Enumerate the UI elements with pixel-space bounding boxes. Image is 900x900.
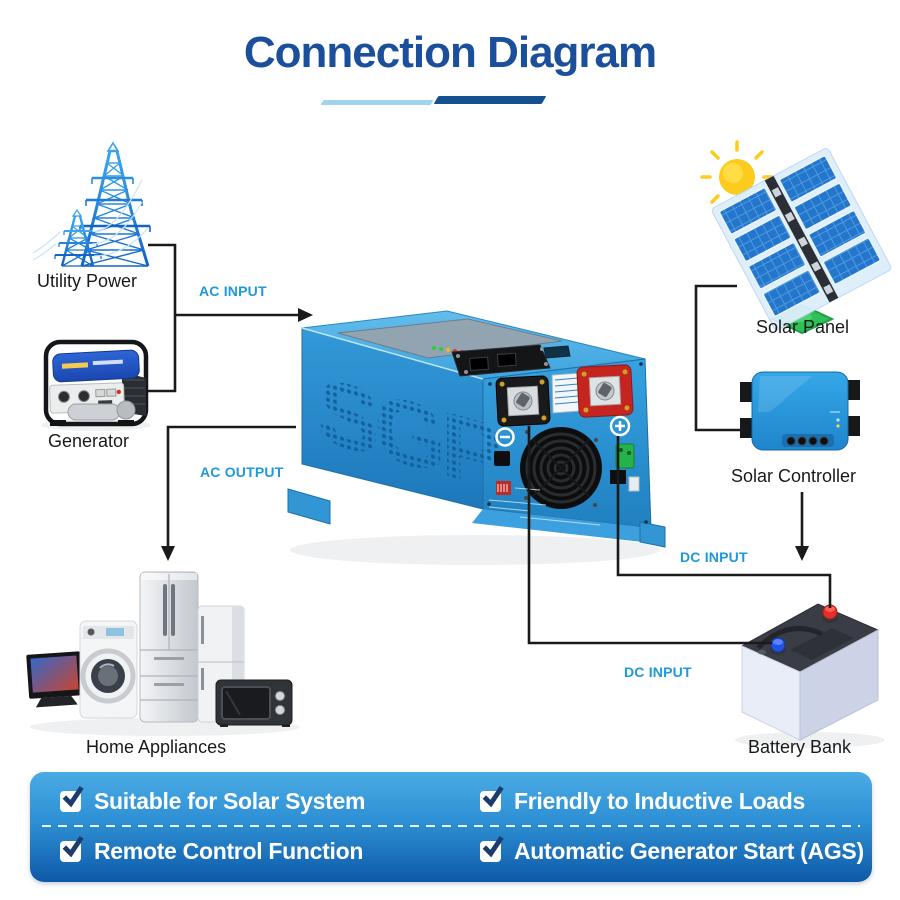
positive-terminal bbox=[576, 364, 634, 418]
checkbox-icon bbox=[480, 835, 504, 862]
solar-panel-icon bbox=[711, 148, 892, 335]
feature-label: Suitable for Solar System bbox=[94, 787, 366, 814]
utility-power-label: Utility Power bbox=[37, 271, 138, 291]
ac-output-line bbox=[166, 425, 296, 546]
dc-input-battery-label: DC INPUT bbox=[624, 664, 692, 680]
checkbox-icon bbox=[60, 835, 84, 862]
ac-output-label: AC OUTPUT bbox=[200, 464, 284, 480]
negative-terminal bbox=[495, 375, 551, 427]
solar-controller-icon bbox=[740, 371, 860, 451]
ac-input-arrowhead bbox=[298, 308, 313, 322]
utility-power-icon bbox=[32, 141, 151, 267]
solar-controller-label: Solar Controller bbox=[731, 466, 857, 486]
microwave-icon bbox=[215, 679, 293, 727]
feature-label: Automatic Generator Start (AGS) bbox=[514, 837, 864, 864]
dc-input-controller-label: DC INPUT bbox=[680, 549, 748, 565]
cooling-fan bbox=[520, 427, 602, 509]
features-divider bbox=[42, 825, 860, 827]
controller-arrowhead bbox=[795, 546, 809, 561]
features-grid: Suitable for Solar System Friendly to In… bbox=[30, 772, 872, 882]
plus-symbol bbox=[609, 415, 631, 437]
battery-positive-line bbox=[616, 436, 832, 608]
battery-negative-line bbox=[527, 426, 772, 645]
feature-item: Friendly to Inductive Loads bbox=[480, 776, 864, 826]
minus-symbol bbox=[495, 427, 515, 447]
page-title: Connection Diagram bbox=[243, 28, 657, 77]
checkbox-icon bbox=[60, 785, 84, 812]
solar-panel-to-controller-line bbox=[694, 284, 744, 432]
utility-generator-trunk-line bbox=[148, 243, 177, 393]
generator-label: Generator bbox=[48, 431, 130, 451]
inverter-image: SGP bbox=[287, 310, 666, 548]
feature-item: Suitable for Solar System bbox=[60, 776, 480, 826]
ac-input-label: AC INPUT bbox=[199, 283, 267, 299]
connector-lines bbox=[148, 243, 832, 645]
home-appliances-icon bbox=[26, 571, 293, 727]
generator-icon bbox=[43, 339, 149, 427]
feature-item: Remote Control Function bbox=[60, 826, 480, 876]
ac-output-arrowhead bbox=[161, 546, 175, 561]
arrowheads bbox=[161, 308, 809, 561]
feature-label: Remote Control Function bbox=[94, 837, 364, 864]
tv-icon bbox=[26, 651, 83, 708]
feature-label: Friendly to Inductive Loads bbox=[514, 787, 805, 814]
battery-bank-label: Battery Bank bbox=[748, 737, 852, 757]
features-banner: Suitable for Solar System Friendly to In… bbox=[30, 772, 872, 882]
feature-item: Automatic Generator Start (AGS) bbox=[480, 826, 864, 876]
washing-machine-icon bbox=[79, 620, 138, 719]
fridge-french-icon bbox=[139, 571, 199, 723]
battery-icon bbox=[740, 603, 880, 741]
home-appliances-label: Home Appliances bbox=[86, 737, 227, 757]
solar-panel-label: Solar Panel bbox=[756, 317, 850, 337]
checkbox-icon bbox=[480, 785, 504, 812]
